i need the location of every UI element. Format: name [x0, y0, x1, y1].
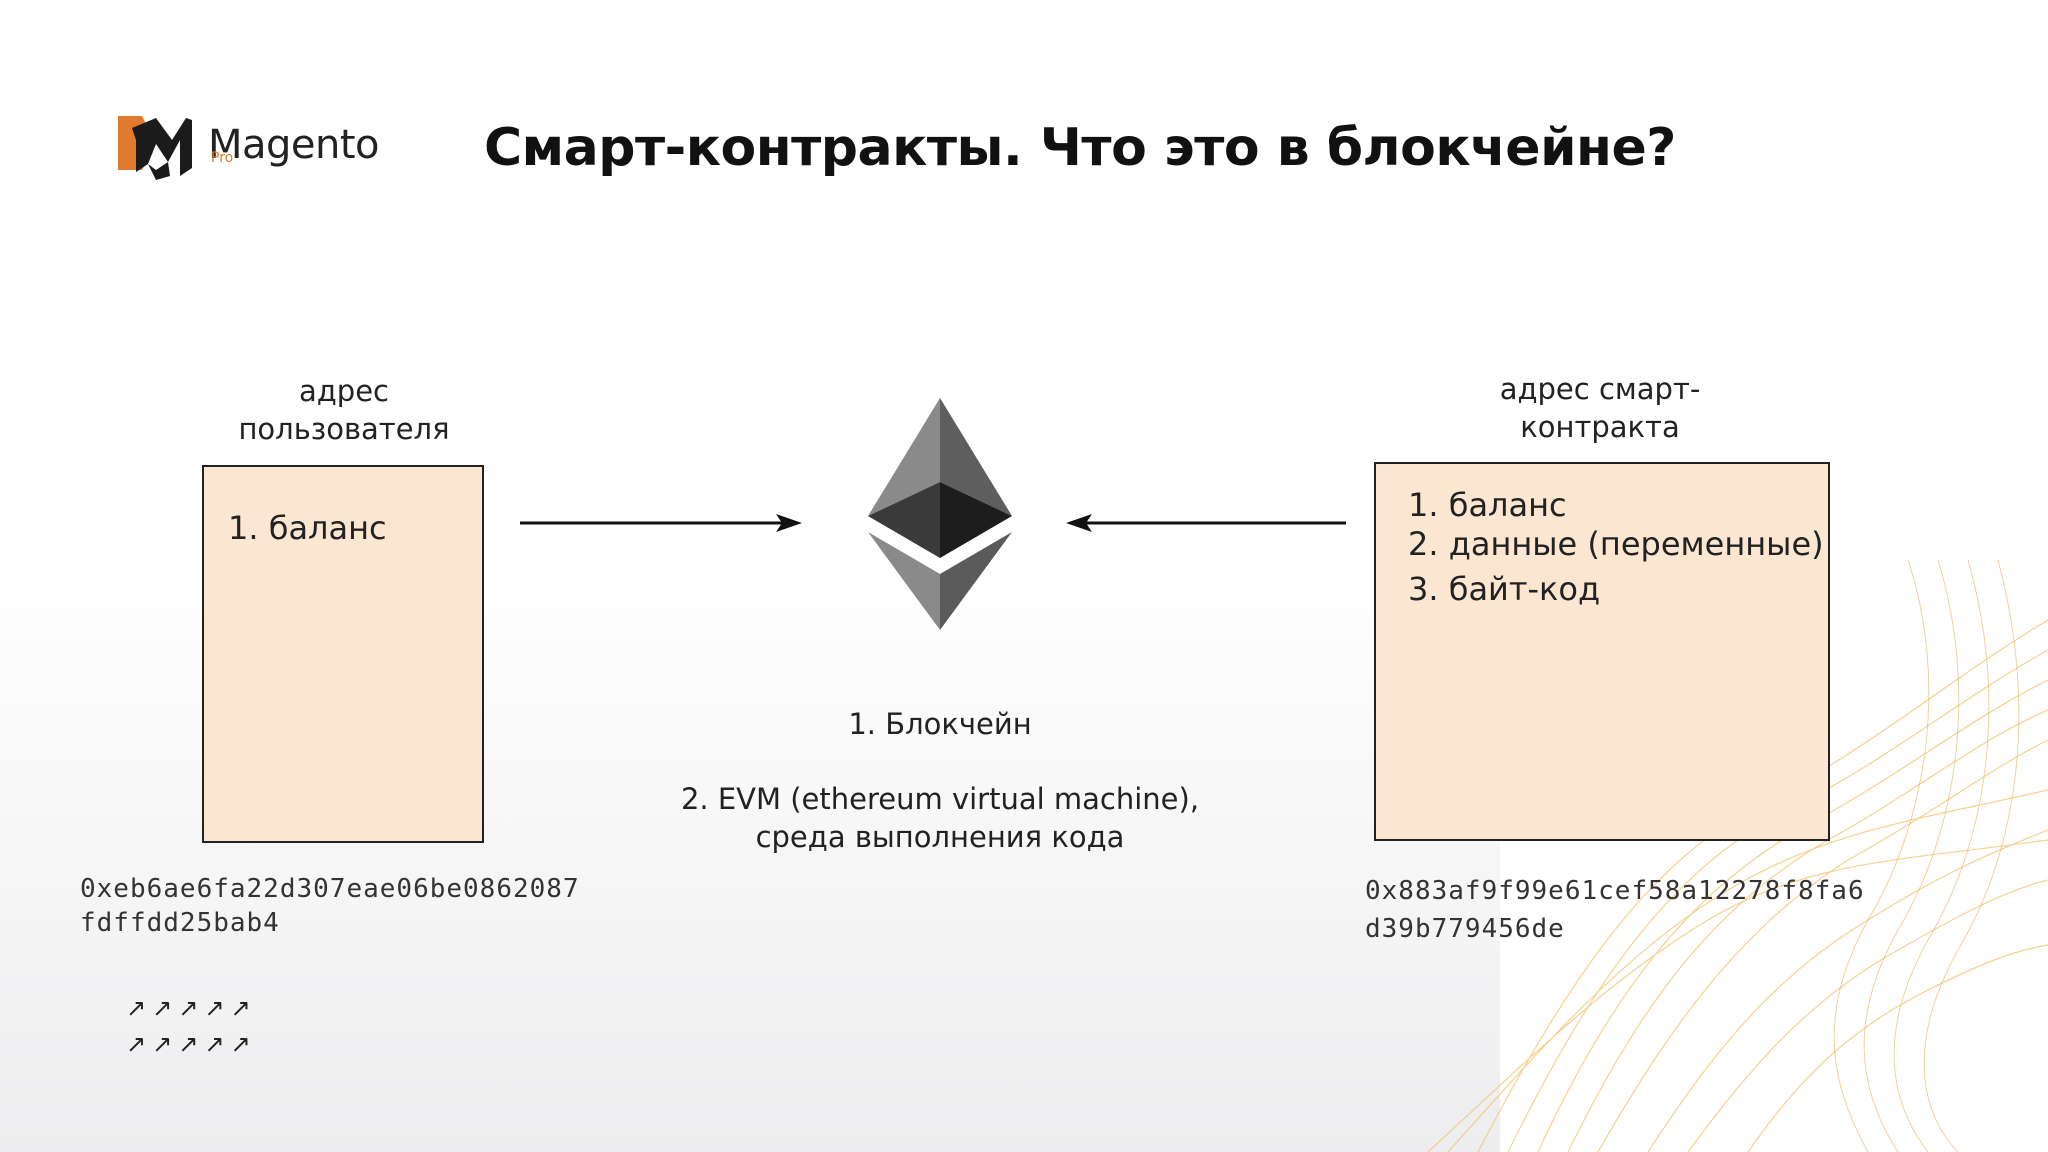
logo-wordmark: Magento: [208, 122, 380, 168]
contract-label-line2: контракта: [1520, 410, 1680, 444]
decorative-arrows-row2: ↗↗↗↗↗: [126, 1030, 257, 1058]
logo-pro-label: Pro: [211, 150, 234, 166]
page-title: Смарт-контракты. Что это в блокчейне?: [484, 118, 1676, 178]
contract-address-line1: 0x883af9f99e61cef58a12278f8fa6: [1365, 876, 1865, 906]
magento-pro-logo: [118, 116, 192, 180]
center-item-evm-line1: 2. EVM (ethereum virtual machine),: [680, 782, 1200, 816]
decorative-arrows: ↗↗↗↗↗ ↗↗↗↗↗: [126, 990, 257, 1062]
contract-label-line1: адрес смарт-: [1499, 372, 1701, 406]
center-item-blockchain: 1. Блокчейн: [848, 707, 1032, 741]
arrow-user-to-blockchain: [520, 514, 802, 532]
user-label-line2: пользователя: [238, 412, 450, 446]
user-label-line1: адрес: [298, 374, 390, 408]
contract-address-label: адрес смарт- контракта: [1440, 370, 1760, 446]
user-address-label: адрес пользователя: [200, 372, 488, 448]
user-address-line1: 0xeb6ae6fa22d307eae06be0862087: [80, 874, 580, 904]
decorative-arrows-row1: ↗↗↗↗↗: [126, 994, 257, 1022]
user-item-balance: 1. баланс: [228, 509, 387, 547]
user-address-line2: fdffdd25bab4: [80, 908, 280, 938]
contract-item-data: 2. данные (переменные): [1408, 525, 1824, 563]
arrow-contract-to-blockchain: [1066, 514, 1346, 532]
contract-item-balance: 1. баланс: [1408, 486, 1567, 524]
center-item-evm-line2: среда выполнения кода: [755, 820, 1125, 854]
contract-account-box: 1. баланс 2. данные (переменные) 3. байт…: [1374, 462, 1830, 841]
user-account-box: 1. баланс: [202, 465, 484, 843]
contract-address-line2: d39b779456de: [1365, 914, 1565, 944]
ethereum-icon: [868, 398, 1012, 630]
contract-item-bytecode: 3. байт-код: [1408, 570, 1601, 608]
